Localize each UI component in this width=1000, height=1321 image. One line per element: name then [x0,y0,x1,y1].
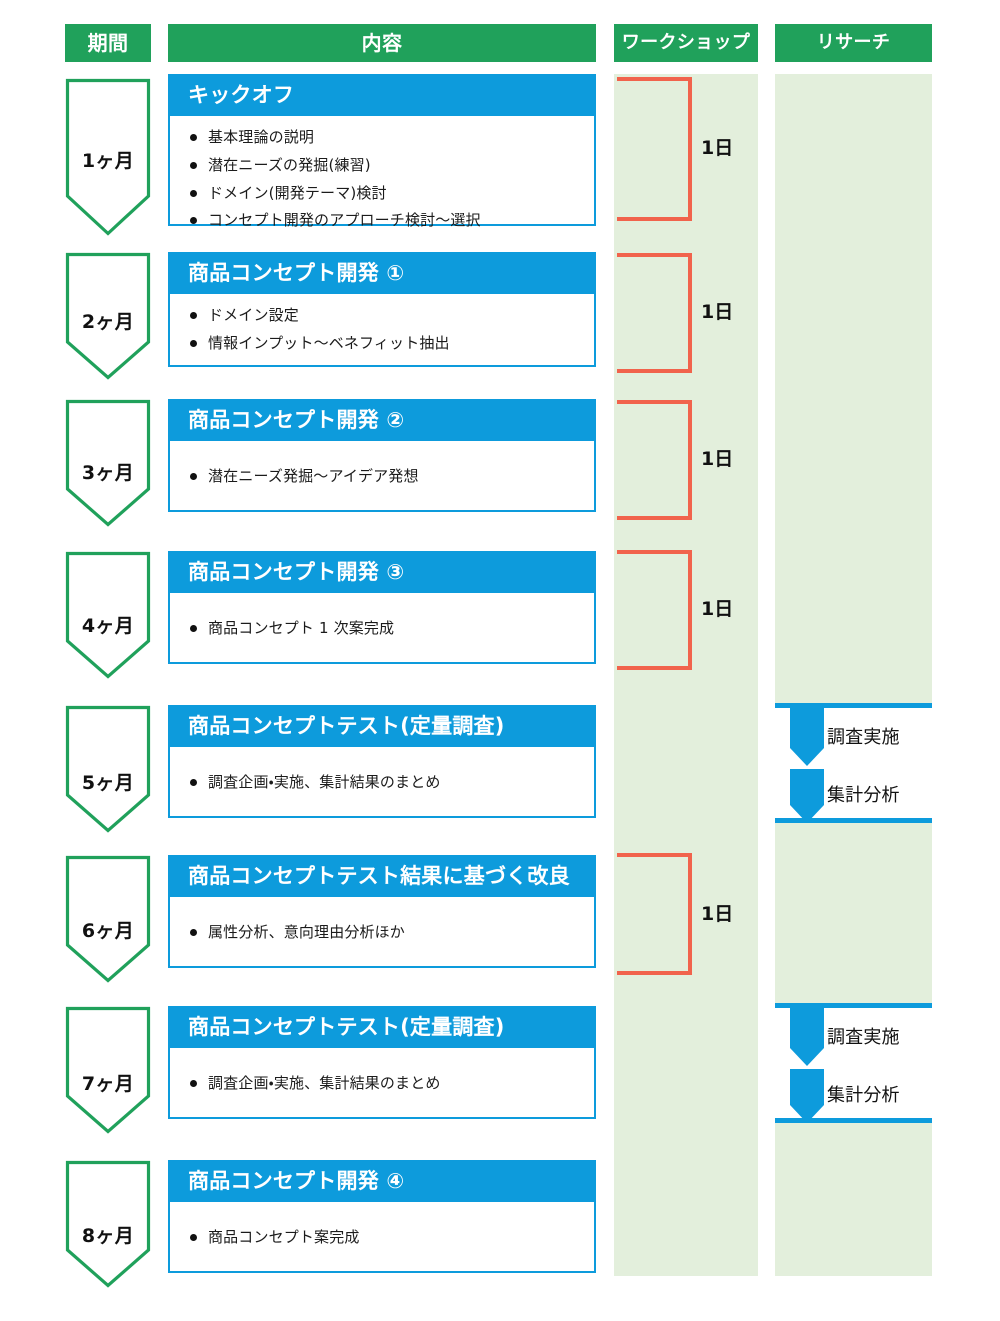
period-pentagon-4: 4ヶ月 [65,551,151,679]
content-card-title-7: 商品コンセプトテスト(定量調査) [170,1008,594,1048]
content-card-4[interactable]: 商品コンセプト開発 ③ 商品コンセプト 1 次案完成 [168,551,596,664]
list-item: 基本理論の説明 [188,128,594,147]
research-arrow-2a [790,1008,824,1066]
content-item-list-5: 調査企画・実施、集計結果のまとめ [170,747,594,818]
content-card-title-1: キックオフ [170,76,594,116]
list-item: ドメイン(開発テーマ)検討 [188,184,594,203]
period-pentagon-5: 5ヶ月 [65,705,151,833]
research-rule-bottom-1 [775,818,932,823]
list-item: 属性分析、意向理由分析ほか [188,923,594,942]
list-item: 調査企画・実施、集計結果のまとめ [188,773,594,792]
research-arrow-2b [790,1069,824,1123]
content-item-list-2: ドメイン設定 情報インプット〜ベネフィット抽出 [170,294,594,365]
workshop-bracket-6 [617,853,692,975]
content-card-body-8: 商品コンセプト案完成 [170,1202,594,1273]
column-header-content: 内容 [168,24,596,62]
list-item: ドメイン設定 [188,306,594,325]
content-card-body-4: 商品コンセプト 1 次案完成 [170,593,594,664]
workshop-day-label-6: 1日 [701,903,734,925]
workshop-day-label-4: 1日 [701,598,734,620]
content-card-title-5: 商品コンセプトテスト(定量調査) [170,707,594,747]
content-card-6[interactable]: 商品コンセプトテスト結果に基づく改良 属性分析、意向理由分析ほか [168,855,596,968]
content-card-title-8: 商品コンセプト開発 ④ [170,1162,594,1202]
content-card-5[interactable]: 商品コンセプトテスト(定量調査) 調査企画・実施、集計結果のまとめ [168,705,596,818]
content-item-list-7: 調査企画・実施、集計結果のまとめ [170,1048,594,1119]
research-step-label-1b: 集計分析 [827,785,900,806]
column-header-research-label: リサーチ [816,32,891,53]
period-pentagon-2: 2ヶ月 [65,252,151,380]
content-card-title-6: 商品コンセプトテスト結果に基づく改良 [170,857,594,897]
period-pentagon-6: 6ヶ月 [65,855,151,983]
research-step-label-1a: 調査実施 [827,727,900,748]
content-item-list-3: 潜在ニーズ発掘〜アイデア発想 [170,441,594,512]
research-rule-top-2 [775,1003,932,1008]
workshop-day-label-2: 1日 [701,301,734,323]
workshop-bracket-2 [617,253,692,373]
content-card-body-7: 調査企画・実施、集計結果のまとめ [170,1048,594,1119]
research-step-label-2b: 集計分析 [827,1085,900,1106]
column-header-workshop: ワークショップ [614,24,758,62]
content-card-title-2: 商品コンセプト開発 ① [170,254,594,294]
list-item: 商品コンセプト 1 次案完成 [188,619,594,638]
workshop-bracket-4 [617,550,692,670]
workshop-day-label-3: 1日 [701,448,734,470]
workshop-day-label-1: 1日 [701,137,734,159]
research-rule-top-1 [775,703,932,708]
list-item: 潜在ニーズ発掘〜アイデア発想 [188,467,594,486]
content-card-body-2: ドメイン設定 情報インプット〜ベネフィット抽出 [170,294,594,365]
workshop-bracket-3 [617,400,692,520]
content-card-title-4: 商品コンセプト開発 ③ [170,553,594,593]
column-header-content-label: 内容 [361,31,403,55]
content-item-list-4: 商品コンセプト 1 次案完成 [170,593,594,664]
workshop-column-strip [614,74,758,1276]
research-step-label-2a: 調査実施 [827,1027,900,1048]
content-card-8[interactable]: 商品コンセプト開発 ④ 商品コンセプト案完成 [168,1160,596,1273]
column-header-workshop-label: ワークショップ [621,32,751,53]
content-card-1[interactable]: キックオフ 基本理論の説明 潜在ニーズの発掘(練習) ドメイン(開発テーマ)検討… [168,74,596,229]
content-item-list-1: 基本理論の説明 潜在ニーズの発掘(練習) ドメイン(開発テーマ)検討 コンセプト… [170,116,594,242]
column-header-research: リサーチ [775,24,932,62]
column-header-period-label: 期間 [87,31,129,55]
content-card-title-3: 商品コンセプト開発 ② [170,401,594,441]
content-card-body-5: 調査企画・実施、集計結果のまとめ [170,747,594,818]
column-header-period: 期間 [65,24,151,62]
content-card-2[interactable]: 商品コンセプト開発 ① ドメイン設定 情報インプット〜ベネフィット抽出 [168,252,596,367]
list-item: 調査企画・実施、集計結果のまとめ [188,1074,594,1093]
list-item: 情報インプット〜ベネフィット抽出 [188,334,594,353]
period-pentagon-8: 8ヶ月 [65,1160,151,1288]
research-arrow-1a [790,708,824,766]
content-card-3[interactable]: 商品コンセプト開発 ② 潜在ニーズ発掘〜アイデア発想 [168,399,596,512]
content-card-body-1: 基本理論の説明 潜在ニーズの発掘(練習) ドメイン(開発テーマ)検討 コンセプト… [170,116,594,242]
research-arrow-1b [790,769,824,823]
content-card-body-6: 属性分析、意向理由分析ほか [170,897,594,968]
research-rule-bottom-2 [775,1118,932,1123]
workshop-bracket-1 [617,77,692,221]
list-item: 商品コンセプト案完成 [188,1228,594,1247]
period-pentagon-3: 3ヶ月 [65,399,151,527]
list-item: 潜在ニーズの発掘(練習) [188,156,594,175]
content-item-list-6: 属性分析、意向理由分析ほか [170,897,594,968]
content-item-list-8: 商品コンセプト案完成 [170,1202,594,1273]
list-item: コンセプト開発のアプローチ検討〜選択 [188,211,594,230]
content-card-7[interactable]: 商品コンセプトテスト(定量調査) 調査企画・実施、集計結果のまとめ [168,1006,596,1119]
period-pentagon-7: 7ヶ月 [65,1006,151,1134]
content-card-body-3: 潜在ニーズ発掘〜アイデア発想 [170,441,594,512]
period-pentagon-1: 1ヶ月 [65,78,151,236]
